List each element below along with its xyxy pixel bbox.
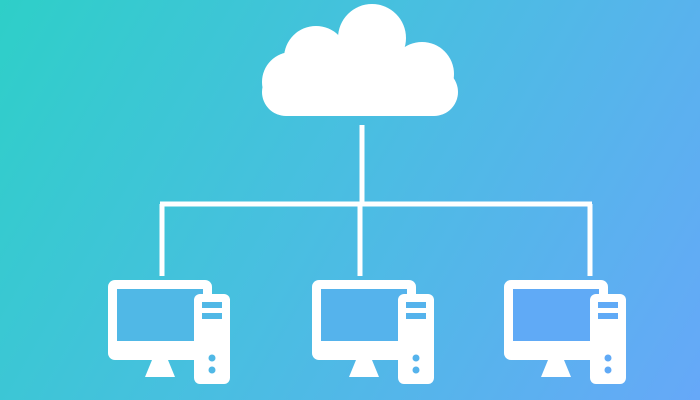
tower-light (208, 354, 216, 362)
monitor-stand (541, 360, 571, 377)
monitor-stand (145, 360, 175, 377)
tower-light (412, 354, 420, 362)
drive-bay (598, 313, 618, 319)
drive-bay (598, 302, 618, 308)
tower-light (208, 366, 216, 374)
monitor-screen (117, 289, 203, 341)
tower-light (604, 366, 612, 374)
monitor-stand (349, 360, 379, 377)
cloud-icon (262, 4, 458, 116)
monitor-screen (513, 289, 599, 341)
monitor-screen (321, 289, 407, 341)
drive-bay (406, 302, 426, 308)
drive-bay (406, 313, 426, 319)
computer-icon (108, 280, 230, 384)
drive-bay (202, 302, 222, 308)
tower-light (604, 354, 612, 362)
computer-icon (312, 280, 434, 384)
drive-bay (202, 313, 222, 319)
connector-lines (159, 125, 593, 276)
computer-icon (504, 280, 626, 384)
tower-light (412, 366, 420, 374)
